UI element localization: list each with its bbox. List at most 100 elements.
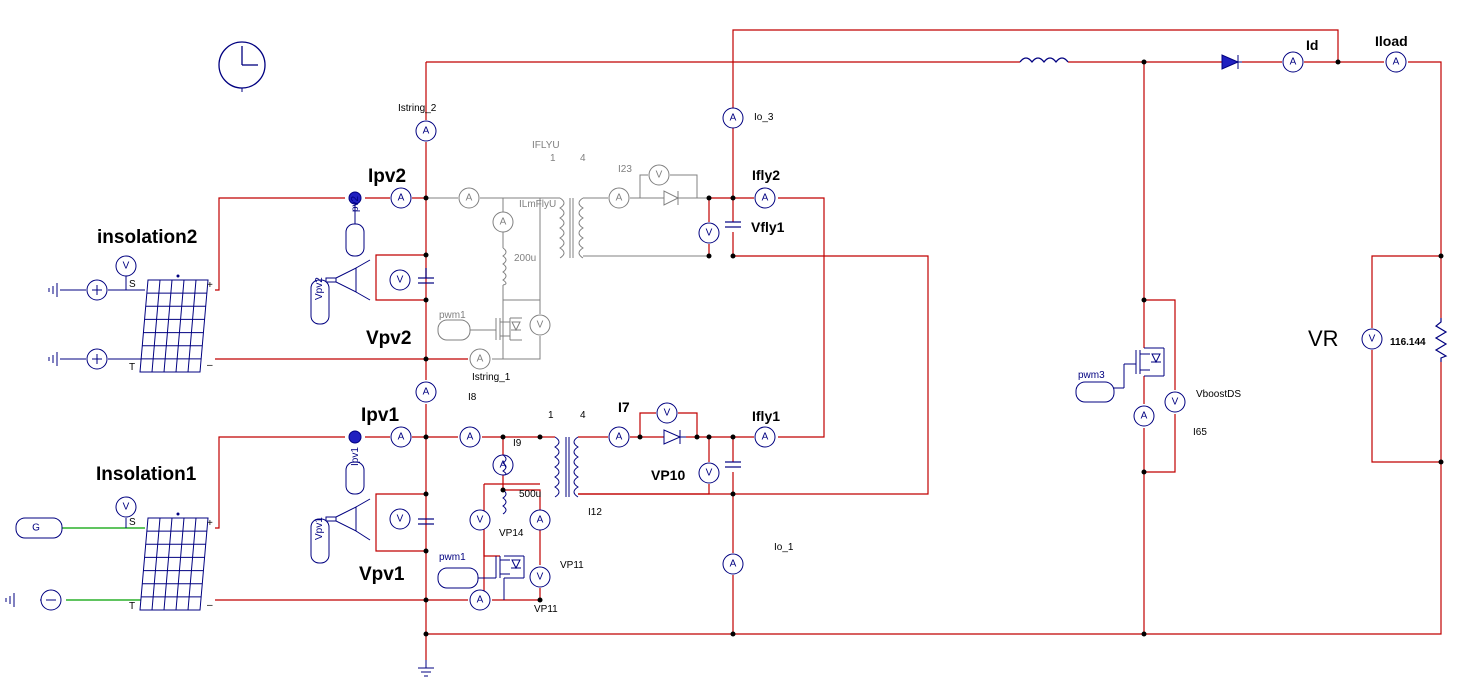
- label-t-top: T: [129, 362, 135, 373]
- label-tx-bot-1: 1: [548, 410, 554, 421]
- junction-dots: [423, 59, 1444, 637]
- label-i65: I65: [1193, 427, 1207, 438]
- ammeter-source-return-icon[interactable]: A: [469, 589, 491, 611]
- ammeter-i9-icon[interactable]: A: [492, 454, 514, 476]
- ground-icon: [48, 352, 58, 366]
- ammeter-iload-icon[interactable]: A: [1385, 51, 1407, 73]
- voltmeter-insolation1-icon[interactable]: V: [115, 496, 137, 518]
- voltmeter-vp10-diode-icon[interactable]: V: [656, 402, 678, 424]
- dc-source-icon[interactable]: [86, 279, 108, 301]
- voltmeter-vfly1-icon[interactable]: V: [698, 222, 720, 244]
- inductor-icon: [502, 454, 507, 515]
- probe-pv2[interactable]: pv2: [345, 191, 365, 257]
- label-vpv2: Vpv2: [366, 328, 411, 349]
- pwm1-top-block[interactable]: [437, 319, 486, 341]
- ammeter-i65-symbol: A: [1141, 411, 1148, 422]
- svg-text:Vpv1: Vpv1: [314, 517, 325, 540]
- label-vp10: VP10: [651, 467, 685, 483]
- voltage-probe-vpv2[interactable]: Vpv2: [310, 259, 371, 325]
- voltmeter-vr-symbol: V: [1369, 334, 1376, 345]
- dc-source-icon[interactable]: [86, 348, 108, 370]
- ammeter-primary-top-icon[interactable]: A: [458, 187, 480, 209]
- ammeter-ipv1-icon[interactable]: A: [390, 426, 412, 448]
- ammeter-ifly1-icon[interactable]: A: [754, 426, 776, 448]
- ammeter-io-1-icon[interactable]: A: [722, 553, 744, 575]
- label-vp11-b: VP11: [534, 604, 558, 615]
- mosfet-icon[interactable]: [495, 555, 525, 600]
- ammeter-id-symbol: A: [1290, 57, 1297, 68]
- ammeter-io-3-symbol: A: [730, 113, 737, 124]
- svg-text:pv2: pv2: [350, 195, 361, 212]
- ammeter-primary-bottom-icon[interactable]: A: [459, 426, 481, 448]
- label-pwm1-bottom: pwm1: [439, 552, 466, 563]
- label-tx-bot-4: 4: [580, 410, 586, 421]
- transformer-icon[interactable]: [559, 197, 584, 259]
- ammeter-ifly2-symbol: A: [762, 193, 769, 204]
- ammeter-iload-symbol: A: [1393, 57, 1400, 68]
- transformer-icon[interactable]: [554, 436, 579, 498]
- voltmeter-vpv1-icon[interactable]: V: [389, 508, 411, 530]
- label-plus-bot: +: [207, 518, 213, 529]
- pwm1-bottom-block[interactable]: [437, 567, 496, 589]
- ammeter-ilmflyu-symbol: A: [500, 217, 507, 228]
- svg-text:Vpv2: Vpv2: [314, 277, 325, 300]
- solar-panel-icon[interactable]: [139, 512, 209, 611]
- voltmeter-switch-top-icon[interactable]: V: [529, 314, 551, 336]
- ammeter-ipv2-icon[interactable]: A: [390, 187, 412, 209]
- label-ilmflyu: ILmFlyU: [519, 199, 556, 210]
- voltmeter-vpv2-icon[interactable]: V: [389, 269, 411, 291]
- dc-source-icon[interactable]: [40, 589, 62, 611]
- ammeter-ifly2-icon[interactable]: A: [754, 187, 776, 209]
- voltmeter-vp10-icon[interactable]: V: [698, 462, 720, 484]
- ammeter-i7-icon[interactable]: A: [608, 426, 630, 448]
- mosfet-icon[interactable]: [1123, 347, 1165, 388]
- label-istring-1: Istring_1: [472, 372, 511, 383]
- voltmeter-insolation2-icon[interactable]: V: [115, 255, 137, 277]
- clock-icon[interactable]: [218, 41, 266, 92]
- label-ind-200u: 200u: [514, 253, 536, 264]
- voltmeter-vpv2-symbol: V: [397, 275, 404, 286]
- label-ipv1: Ipv1: [361, 405, 399, 426]
- inductor-icon: [502, 247, 507, 286]
- mosfet-icon[interactable]: [495, 317, 522, 341]
- ammeter-i9-symbol: A: [500, 460, 507, 471]
- ammeter-primary-top-symbol: A: [466, 193, 473, 204]
- ammeter-i8-symbol: A: [423, 387, 430, 398]
- ammeter-i23-icon[interactable]: A: [608, 187, 630, 209]
- voltage-probe-vpv1[interactable]: Vpv1: [310, 498, 371, 564]
- ammeter-id-icon[interactable]: A: [1282, 51, 1304, 73]
- ammeter-ipv1-symbol: A: [398, 432, 405, 443]
- ammeter-i8-icon[interactable]: A: [415, 381, 437, 403]
- g-source-block[interactable]: G: [15, 517, 63, 539]
- label-i9: I9: [513, 438, 522, 449]
- voltmeter-vboostds-icon[interactable]: V: [1164, 391, 1186, 413]
- probe-pv1[interactable]: Ipv1: [345, 430, 365, 495]
- solar-panel-icon[interactable]: [139, 274, 209, 373]
- voltmeter-vfly1-symbol: V: [706, 228, 713, 239]
- label-minus-top: –: [207, 360, 213, 371]
- ammeter-ilmflyu-icon[interactable]: A: [492, 211, 514, 233]
- label-vr-value: 116.144: [1390, 337, 1426, 348]
- voltmeter-vboostds-symbol: V: [1172, 397, 1179, 408]
- voltmeter-vr-icon[interactable]: V: [1361, 328, 1383, 350]
- ammeter-i65-icon[interactable]: A: [1133, 405, 1155, 427]
- diode-icon: [1221, 54, 1242, 70]
- voltmeter-switch-top-symbol: V: [537, 320, 544, 331]
- pwm3-block[interactable]: [1075, 381, 1124, 403]
- ammeter-istring-1-icon[interactable]: A: [469, 348, 491, 370]
- voltmeter-vp14-icon[interactable]: V: [469, 509, 491, 531]
- voltmeter-vp11-icon[interactable]: V: [529, 566, 551, 588]
- ammeter-io-3-icon[interactable]: A: [722, 107, 744, 129]
- svg-text:G: G: [32, 523, 40, 534]
- label-s-top: S: [129, 279, 136, 290]
- ammeter-istring-2-symbol: A: [423, 126, 430, 137]
- voltmeter-diode-top-symbol: V: [656, 170, 663, 181]
- ammeter-vp14-icon[interactable]: A: [529, 509, 551, 531]
- voltmeter-insolation1-symbol: V: [123, 502, 130, 513]
- voltmeter-diode-top-icon[interactable]: V: [648, 164, 670, 186]
- label-pwm1-top: pwm1: [439, 310, 466, 321]
- label-ifly1: Ifly1: [752, 408, 780, 424]
- label-pwm3: pwm3: [1078, 370, 1105, 381]
- ammeter-istring-2-icon[interactable]: A: [415, 120, 437, 142]
